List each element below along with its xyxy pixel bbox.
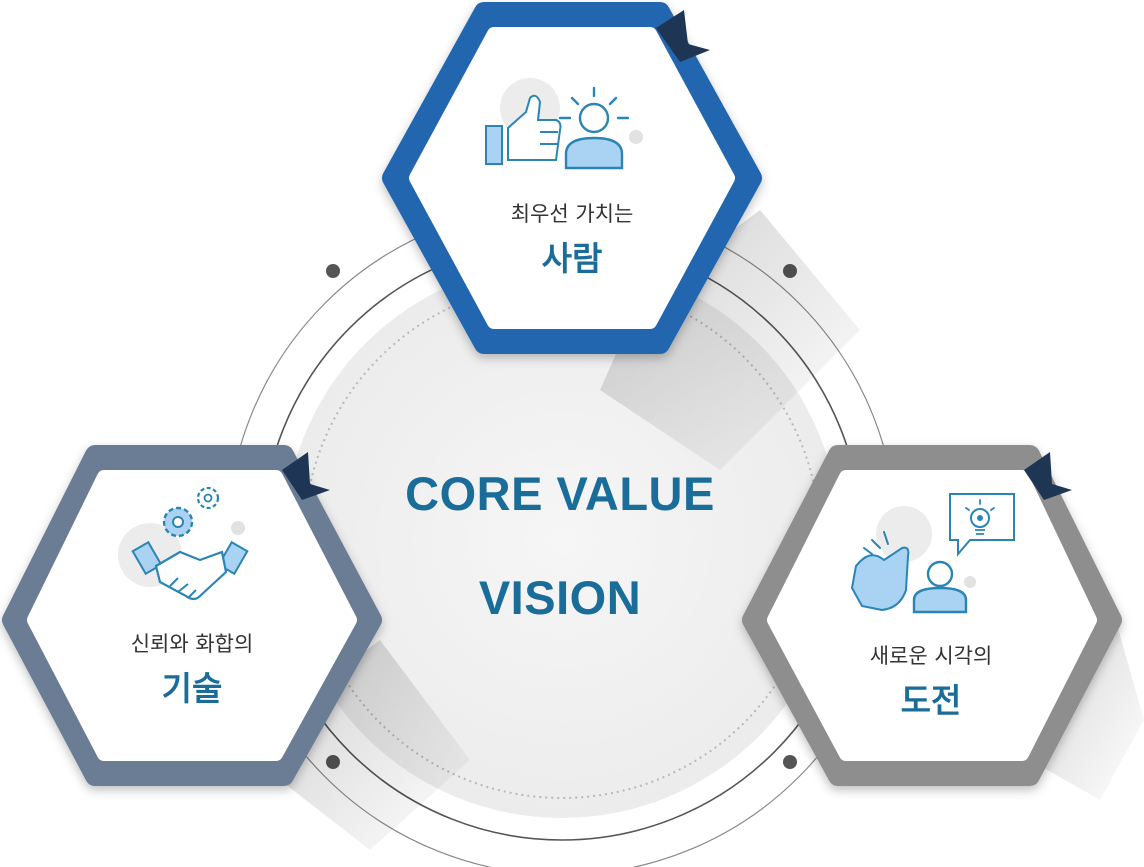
value-subtitle: 새로운 시각의 <box>869 644 993 668</box>
ribbon-left <box>282 452 330 500</box>
value-subtitle: 최우선 가치는 <box>510 202 634 226</box>
center-title-line1: CORE VALUE <box>405 467 715 520</box>
gears-handshake-icon <box>118 486 249 601</box>
value-title: 도전 <box>900 681 962 720</box>
value-label-left: 신뢰와 화합의 기술 <box>72 628 312 710</box>
thumbs-up-person-icon <box>485 78 643 170</box>
ring-dot <box>783 755 797 769</box>
value-label-top: 최우선 가치는 사람 <box>452 198 692 280</box>
ring-dot <box>326 264 340 278</box>
hex-card-top <box>382 2 762 354</box>
hex-card-right <box>742 445 1122 786</box>
center-title-line2: VISION <box>478 571 642 624</box>
clap-idea-person-icon <box>850 493 1015 614</box>
value-subtitle: 신뢰와 화합의 <box>130 632 254 656</box>
value-title: 기술 <box>161 669 223 708</box>
ribbon-top <box>656 10 710 62</box>
ribbon-right <box>1024 452 1072 500</box>
value-title: 사람 <box>541 239 603 278</box>
hex-card-left <box>2 445 382 786</box>
value-label-right: 새로운 시각의 도전 <box>811 640 1051 722</box>
hex-shadow <box>600 210 860 470</box>
